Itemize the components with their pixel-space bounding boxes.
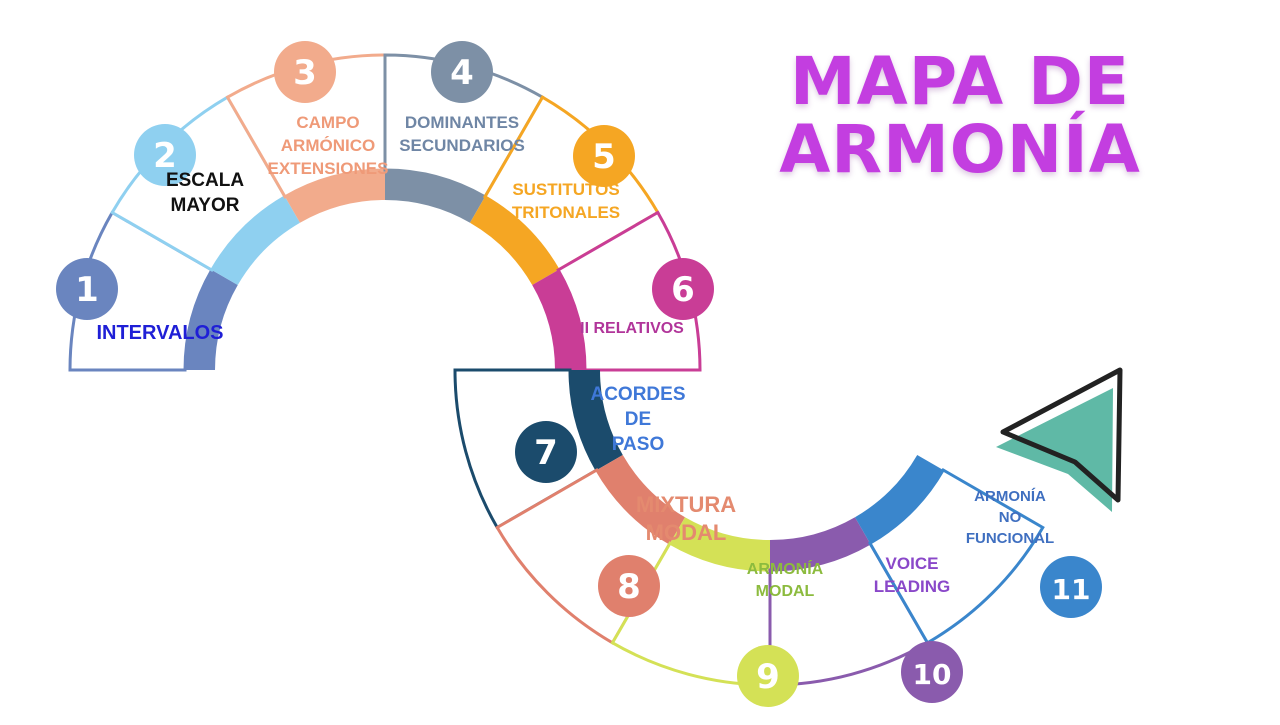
- step-6: [532, 210, 702, 372]
- step-6-badge: 6: [652, 258, 714, 320]
- step-9-label-line-1: ARMONÍA: [747, 559, 824, 578]
- step-2-badge: 2: [134, 124, 196, 186]
- step-3-badge-circle: [274, 41, 336, 103]
- step-11-label-line-3: FUNCIONAL: [966, 530, 1054, 547]
- step-6-band: [532, 269, 586, 370]
- step-1-badge: 1: [56, 258, 118, 320]
- step-2: [110, 95, 300, 285]
- step-8-label-line-2: MODAL: [646, 520, 727, 545]
- step-2-badge-circle: [134, 124, 196, 186]
- step-2-label-line-1: ESCALA: [166, 170, 244, 191]
- step-11-band: [855, 455, 945, 545]
- step-2-band: [210, 195, 300, 285]
- arrow-fill: [996, 388, 1113, 512]
- step-5-band: [470, 195, 560, 285]
- step-5-label-line-1: SUSTITUTOS: [512, 180, 619, 199]
- step-7-band: [569, 370, 623, 471]
- step-7-label-line-1: ACORDES: [590, 384, 685, 405]
- step-7-badge: 7: [515, 421, 577, 483]
- step-7-label-line-2: DE: [625, 409, 651, 430]
- arrow-outline: [1000, 367, 1123, 503]
- step-9-number: 9: [756, 657, 780, 697]
- step-9-badge-circle: [737, 645, 799, 707]
- step-9-band: [669, 517, 770, 571]
- step-10-band: [770, 517, 871, 571]
- step-10: [768, 517, 930, 687]
- step-3-label-line-3: EXTENSIONES: [268, 159, 389, 178]
- step-4-band: [385, 169, 486, 223]
- step-8-badge: 8: [598, 555, 660, 617]
- step-6-badge-circle: [652, 258, 714, 320]
- step-5-label-line-2: TRITONALES: [512, 203, 620, 222]
- step-4-label-line-2: SECUNDARIOS: [399, 136, 525, 155]
- step-1: [68, 210, 238, 372]
- step-6-number: 6: [671, 270, 695, 310]
- step-5: [470, 95, 660, 285]
- title-line-2: ARMONÍA: [779, 111, 1141, 188]
- step-3: [225, 53, 387, 223]
- step-3-number: 3: [293, 53, 317, 93]
- step-10-number: 10: [913, 658, 952, 691]
- step-9-badge: 9: [737, 645, 799, 707]
- step-5-badge-circle: [573, 125, 635, 187]
- step-3-label-line-1: CAMPO: [296, 113, 359, 132]
- step-7-label-line-3: PASO: [612, 434, 664, 455]
- step-10-badge-circle: [901, 641, 963, 703]
- step-4: [383, 53, 545, 223]
- step-3-badge: 3: [274, 41, 336, 103]
- step-8-band: [595, 455, 685, 545]
- step-8-number: 8: [617, 567, 641, 607]
- step-3-label-line-2: ARMÓNICO: [281, 136, 375, 155]
- step-2-label-line-2: MAYOR: [171, 195, 240, 216]
- step-6-label-line-1: II RELATIVOS: [580, 320, 684, 337]
- page-title: MAPA DE ARMONÍA: [770, 48, 1150, 184]
- step-4-label-line-1: DOMINANTES: [405, 113, 519, 132]
- step-4-badge: 4: [431, 41, 493, 103]
- step-1-band: [184, 269, 238, 370]
- step-11-label-line-2: NO: [999, 509, 1022, 526]
- step-5-badge: 5: [573, 125, 635, 187]
- step-8-badge-circle: [598, 555, 660, 617]
- step-7-number: 7: [534, 433, 558, 473]
- step-1-badge-circle: [56, 258, 118, 320]
- step-5-number: 5: [592, 137, 616, 177]
- step-1-label-line-1: INTERVALOS: [96, 322, 223, 344]
- title-line-1: MAPA DE: [790, 43, 1130, 120]
- direction-arrow: [996, 367, 1123, 512]
- step-4-number: 4: [450, 53, 474, 93]
- step-11-badge-circle: [1040, 556, 1102, 618]
- step-8-label-line-1: MIXTURA: [636, 492, 736, 517]
- step-3-band: [284, 169, 385, 223]
- step-10-badge: 10: [901, 641, 963, 703]
- step-1-number: 1: [75, 270, 99, 310]
- step-11-number: 11: [1052, 573, 1091, 606]
- step-7-badge-circle: [515, 421, 577, 483]
- step-11: [855, 455, 1045, 645]
- step-10-label-line-2: LEADING: [874, 577, 951, 596]
- step-11-label-line-1: ARMONÍA: [974, 488, 1046, 505]
- step-10-label-line-1: VOICE: [886, 554, 939, 573]
- step-2-number: 2: [153, 136, 177, 176]
- step-11-badge: 11: [1040, 556, 1102, 618]
- step-9-label-line-2: MODAL: [756, 583, 815, 600]
- step-4-badge-circle: [431, 41, 493, 103]
